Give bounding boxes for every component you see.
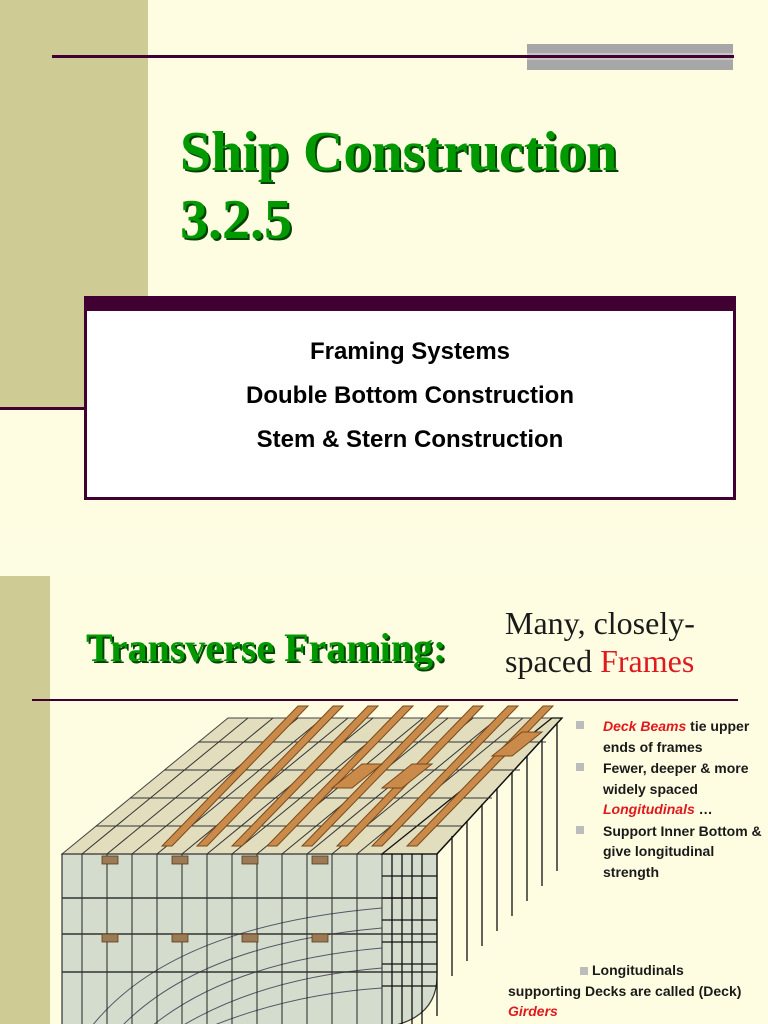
bullet-item: Support Inner Bottom & give longitudinal… <box>576 821 764 883</box>
bullet-list: Deck Beams tie upper ends of frames Fewe… <box>576 716 764 883</box>
subtitle-highlight: Frames <box>600 643 695 679</box>
left-divider-line <box>0 407 84 410</box>
top-divider-line <box>52 55 734 58</box>
note-text: supporting Decks are called (Deck) <box>508 982 742 999</box>
slide-title: Transverse Framing: <box>86 625 447 670</box>
ship-framing-diagram <box>60 705 564 1024</box>
bullet-square-icon <box>576 763 584 771</box>
bullet-item: Fewer, deeper & more widely spaced Longi… <box>576 758 764 820</box>
divider-line <box>32 699 738 701</box>
deck-beams <box>160 705 555 847</box>
deck-girders <box>101 855 329 943</box>
slide-subtitle: Many, closely- spaced Frames <box>505 604 765 680</box>
topic-item: Framing Systems <box>309 338 511 365</box>
title-line-1: Ship Construction <box>180 121 618 183</box>
bullet-highlight: Longitudinals <box>603 801 695 817</box>
topic-list: Framing Systems Double Bottom Constructi… <box>84 330 736 462</box>
bullet-text: tie upper ends of frames <box>603 718 750 755</box>
topic-item: Double Bottom Construction <box>246 382 574 409</box>
topic-box <box>84 308 736 500</box>
subtitle-line-1: Many, closely- <box>505 605 695 641</box>
slide-title: Ship Construction 3.2.5 <box>180 118 740 254</box>
note-text-line1: Longitudinals <box>592 962 684 978</box>
bullet-text: Support Inner Bottom & give longitudinal… <box>603 822 762 880</box>
topic-box-header-bar <box>84 296 736 310</box>
title-line-2: 3.2.5 <box>180 189 292 251</box>
bullet-text: Fewer, deeper & more widely spaced <box>603 760 749 797</box>
transverse-framing-slide: Transverse Framing: Many, closely- space… <box>0 576 768 1024</box>
girders-note: Longitudinals supporting Decks are calle… <box>508 960 766 1022</box>
bullet-square-icon <box>580 967 588 975</box>
bullet-highlight: Deck Beams <box>603 718 687 734</box>
bullet-square-icon <box>576 721 584 729</box>
bullet-item: Deck Beams tie upper ends of frames <box>576 716 764 757</box>
note-highlight: Girders <box>508 1003 558 1019</box>
title-slide: Ship Construction 3.2.5 Framing Systems … <box>0 0 740 500</box>
bullet-text: … <box>694 801 713 817</box>
bullet-square-icon <box>576 825 584 834</box>
topic-item: Stem & Stern Construction <box>256 426 564 453</box>
subtitle-line-2: spaced Frames <box>505 642 765 680</box>
subtitle-prefix: spaced <box>505 643 601 679</box>
left-sidebar-band <box>0 576 50 1024</box>
